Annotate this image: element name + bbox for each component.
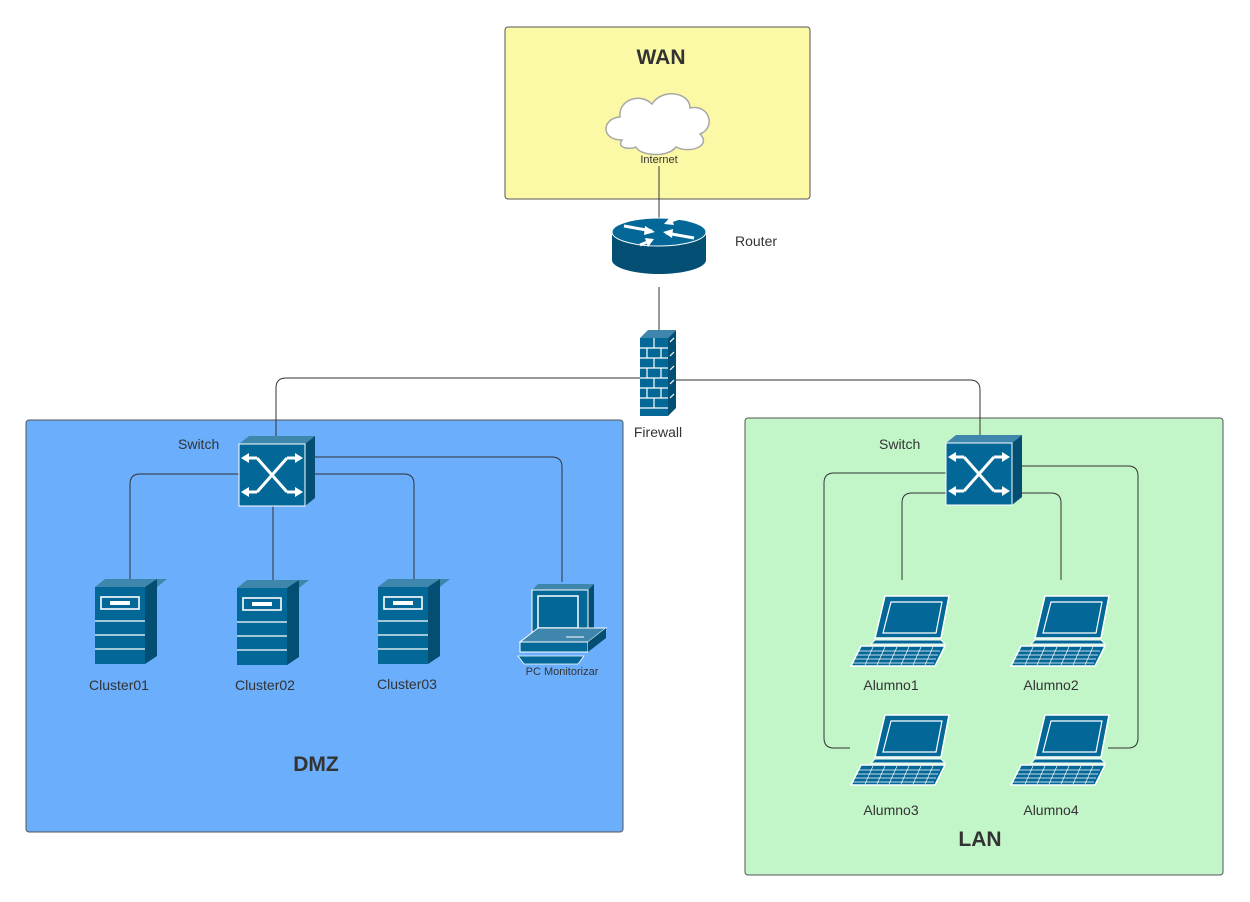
cluster02-label: Cluster02 <box>235 677 295 693</box>
link-firewall-dmz-switch <box>275 377 640 436</box>
alumno1-label: Alumno1 <box>863 677 918 693</box>
switch-icon <box>944 433 1024 507</box>
link-switch-cluster03 <box>311 473 415 582</box>
link-switch-alumno1 <box>901 492 946 580</box>
connections <box>129 166 1139 749</box>
link-switch-alumno2 <box>1016 492 1062 580</box>
firewall-node: Firewall <box>634 330 682 440</box>
dmz-zone-box <box>25 419 624 833</box>
firewall-icon <box>640 330 676 416</box>
server-icon <box>236 579 310 666</box>
lan-switch-label: Switch <box>879 436 920 452</box>
cluster03-node: Cluster03 <box>377 578 451 692</box>
alumno4-node: Alumno4 <box>1010 714 1110 818</box>
lan-zone: LAN <box>744 417 1224 876</box>
dmz-zone: DMZ <box>25 419 624 833</box>
lan-title: LAN <box>958 828 1001 851</box>
firewall-label: Firewall <box>634 424 682 440</box>
alumno1-node: Alumno1 <box>850 595 950 693</box>
router-icon <box>611 216 707 274</box>
internet-node: Internet <box>605 93 710 166</box>
dmz-title: DMZ <box>293 753 339 776</box>
alumno2-node: Alumno2 <box>1010 595 1110 693</box>
server-icon <box>94 578 168 665</box>
link-switch-alumno4 <box>1016 465 1139 749</box>
server-icon <box>377 578 451 665</box>
dmz-switch-label: Switch <box>178 436 219 452</box>
lan-zone-box <box>744 417 1224 876</box>
router-label: Router <box>735 233 777 249</box>
internet-label: Internet <box>640 154 677 166</box>
alumno2-label: Alumno2 <box>1023 677 1078 693</box>
link-switch-pc-monitor <box>311 456 563 582</box>
link-firewall-lan-switch <box>676 379 981 436</box>
router-node: Router <box>611 216 777 274</box>
lan-switch-node: Switch <box>879 433 1024 507</box>
wan-title: WAN <box>637 46 686 69</box>
link-switch-alumno3 <box>823 472 946 749</box>
switch-icon <box>237 434 317 508</box>
cluster01-label: Cluster01 <box>89 677 149 693</box>
pc-monitor-label: PC Monitorizar <box>526 666 599 678</box>
cluster03-label: Cluster03 <box>377 676 437 692</box>
alumno4-label: Alumno4 <box>1023 802 1078 818</box>
pc-monitor-node: PC Monitorizar <box>517 584 608 678</box>
desktop-pc-icon <box>517 584 608 665</box>
cluster02-node: Cluster02 <box>235 579 310 693</box>
link-switch-cluster01 <box>129 473 240 582</box>
cluster01-node: Cluster01 <box>89 578 168 693</box>
alumno3-label: Alumno3 <box>863 802 918 818</box>
dmz-switch-node: Switch <box>178 434 317 508</box>
alumno3-node: Alumno3 <box>850 714 950 818</box>
cloud-icon <box>605 93 710 156</box>
